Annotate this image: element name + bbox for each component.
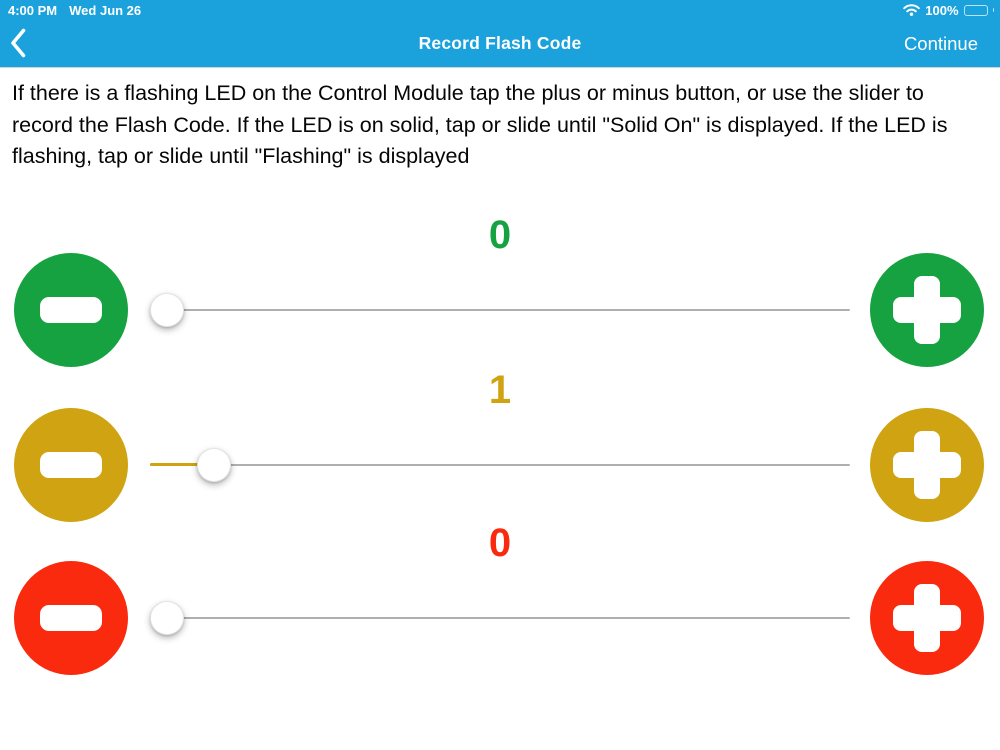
status-bar: 4:00 PM Wed Jun 26 100%	[0, 0, 1000, 20]
slider-track-gold[interactable]	[150, 464, 850, 466]
slider-thumb-red[interactable]	[150, 601, 184, 635]
plus-icon	[893, 276, 961, 344]
battery-nub	[992, 8, 994, 12]
flash-code-row-green	[0, 252, 1000, 368]
page-title: Record Flash Code	[418, 33, 582, 53]
flash-code-row-red	[0, 560, 1000, 676]
minus-button-gold[interactable]	[14, 408, 128, 522]
plus-button-red[interactable]	[870, 561, 984, 675]
flash-count-value-red: 0	[488, 521, 512, 565]
flash-count-value-green: 0	[488, 213, 512, 257]
wifi-icon	[903, 4, 921, 16]
slider-thumb-green[interactable]	[150, 293, 184, 327]
minus-icon	[40, 605, 102, 631]
minus-icon	[40, 297, 102, 323]
flash-count-value-gold: 1	[488, 368, 512, 412]
plus-button-green[interactable]	[870, 253, 984, 367]
status-time: 4:00 PM	[8, 2, 58, 18]
flash-code-row-gold	[0, 407, 1000, 523]
continue-button[interactable]: Continue	[903, 32, 978, 54]
plus-button-gold[interactable]	[870, 408, 984, 522]
minus-icon	[40, 452, 102, 478]
instruction-text: If there is a flashing LED on the Contro…	[12, 81, 948, 168]
slider-fill-gold	[150, 463, 214, 466]
slider-track-green[interactable]	[150, 309, 850, 311]
plus-icon	[893, 431, 961, 499]
battery-percent: 100%	[925, 2, 959, 18]
minus-button-green[interactable]	[14, 253, 128, 367]
nav-bar: Record Flash Code Continue	[0, 20, 1000, 68]
minus-button-red[interactable]	[14, 561, 128, 675]
slider-track-red[interactable]	[150, 617, 850, 619]
chevron-left-icon	[10, 28, 26, 61]
battery-full-icon	[963, 4, 988, 16]
slider-thumb-gold[interactable]	[196, 448, 231, 482]
plus-icon	[893, 584, 961, 652]
back-button[interactable]	[10, 27, 40, 61]
status-date: Wed Jun 26	[69, 2, 142, 18]
